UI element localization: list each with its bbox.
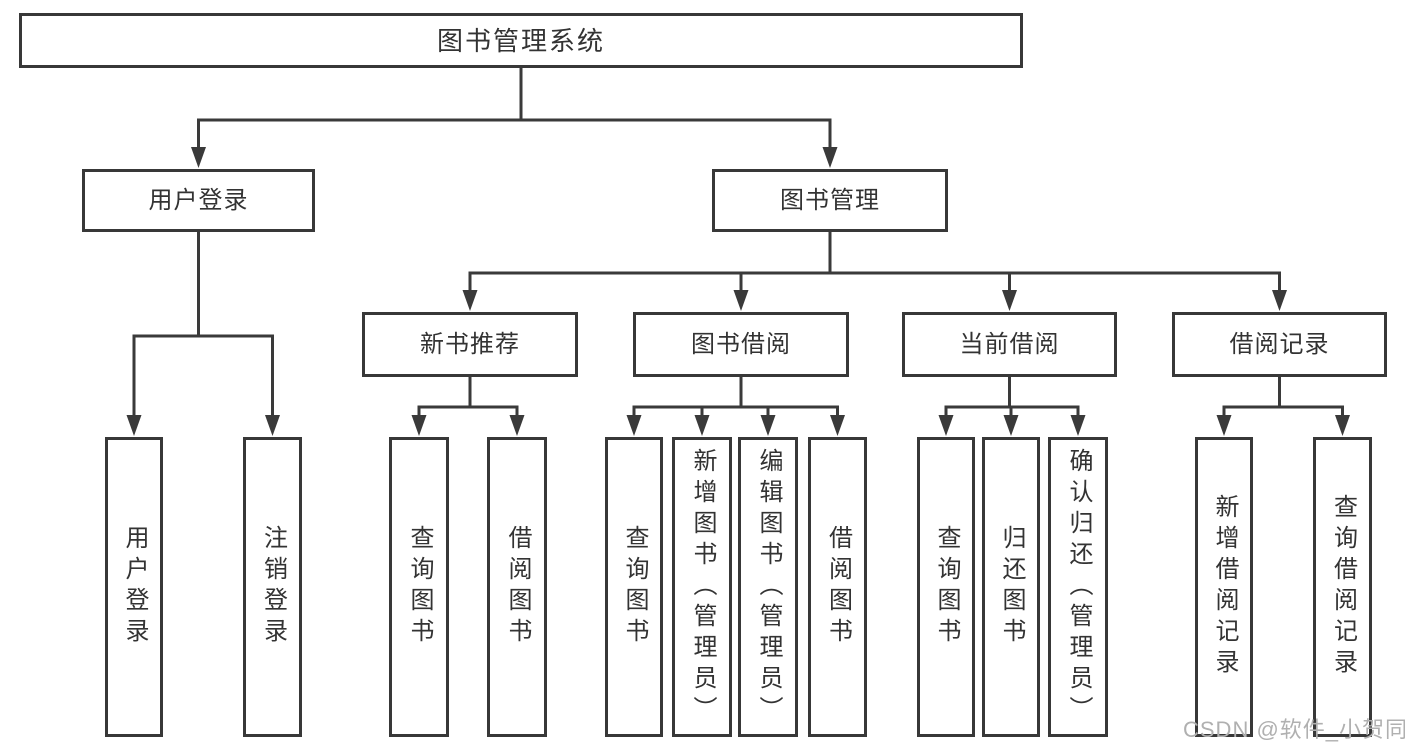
leaf-add-books-admin: 新增图书（管理员） [672,437,732,737]
leaf-user-login: 用户登录 [105,437,163,737]
node-new-book-recommendation: 新书推荐 [362,312,578,377]
leaf-add-borrow-record: 新增借阅记录 [1195,437,1253,737]
node-borrowing-records: 借阅记录 [1172,312,1387,377]
leaf-logout-login: 注销登录 [243,437,302,737]
node-book-management: 图书管理 [712,169,948,232]
leaf-query-books-borrowing: 查询图书 [605,437,663,737]
leaf-query-borrow-record: 查询借阅记录 [1313,437,1372,737]
leaf-query-books-recommend: 查询图书 [389,437,449,737]
node-book-borrowing: 图书借阅 [633,312,849,377]
csdn-watermark: CSDN @软件_小贺同学 [1183,717,1405,742]
node-user-login: 用户登录 [82,169,315,232]
leaf-borrow-books-borrowing: 借阅图书 [808,437,867,737]
leaf-query-books-current: 查询图书 [917,437,975,737]
leaf-borrow-books-recommend: 借阅图书 [487,437,547,737]
node-current-borrowing: 当前借阅 [902,312,1117,377]
node-library-management-system: 图书管理系统 [19,13,1023,68]
leaf-confirm-return-admin: 确认归还（管理员） [1048,437,1108,737]
arrowheads [126,147,1350,436]
leaf-edit-books-admin: 编辑图书（管理员） [738,437,798,737]
leaf-return-books: 归还图书 [982,437,1040,737]
